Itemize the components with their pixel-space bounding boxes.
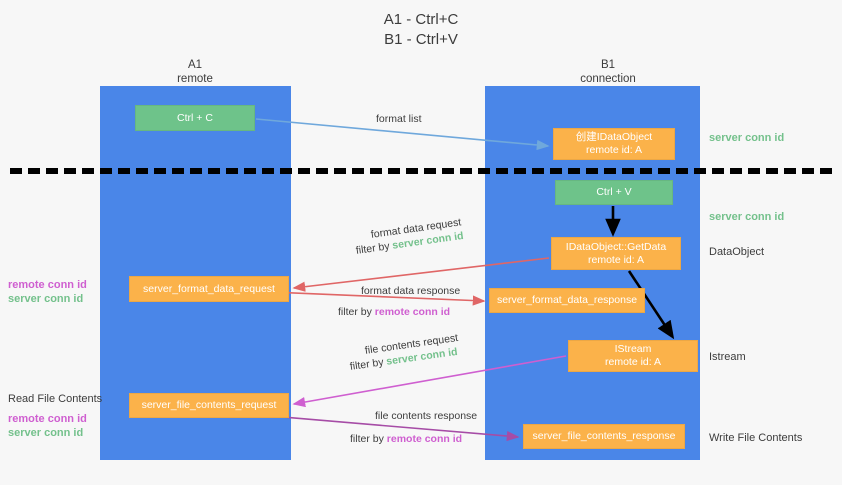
box-idataobject-getdata[interactable]: IDataObject::GetData remote id: A — [551, 237, 681, 270]
box-create-idataobject-line1: 创建IDataObject — [575, 131, 653, 143]
annotation-format-list: format list — [376, 113, 422, 125]
label-dataobject: DataObject — [709, 246, 765, 258]
annotation-file-contents-response-filter: filter by remote conn id — [350, 432, 462, 446]
annotation-file-contents-response: file contents response — [375, 410, 478, 422]
box-server-format-data-response[interactable]: server_format_data_response — [489, 288, 645, 313]
filter-value-remote-conn-id: remote conn id — [374, 306, 451, 318]
label-read-file-contents: Read File Contents — [8, 393, 103, 405]
box-server-format-data-request[interactable]: server_format_data_request — [129, 276, 289, 302]
box-server-file-contents-response[interactable]: server_file_contents_response — [523, 424, 685, 449]
box-server-format-data-request-label: server_format_data_request — [143, 282, 275, 295]
box-idataobject-getdata-line1: IDataObject::GetData — [565, 240, 667, 253]
box-istream-line1: IStream — [614, 343, 652, 355]
filter-prefix: filter by — [349, 355, 388, 373]
box-create-idataobject[interactable]: 创建IDataObject remote id: A — [553, 128, 675, 160]
box-ctrl-v[interactable]: Ctrl + V — [555, 180, 673, 205]
box-ctrl-c-line1: Ctrl + C — [177, 111, 213, 124]
box-server-file-contents-request-label: server_file_contents_request — [141, 399, 277, 411]
box-server-file-contents-response-label: server_file_contents_response — [532, 430, 676, 442]
annotation-format-data-response: format data response — [361, 285, 461, 297]
diagram-title: A1 - Ctrl+C B1 - Ctrl+V — [383, 11, 459, 48]
box-ctrl-v-line1: Ctrl + V — [596, 186, 632, 198]
box-istream[interactable]: IStream remote id: A — [568, 340, 698, 372]
label-conn-ids-lower: remote conn id server conn id — [8, 412, 87, 440]
label-conn-ids-upper: remote conn id server conn id — [8, 278, 87, 306]
label-server-conn-id-2: server conn id — [8, 427, 84, 439]
label-server-conn-id-1: server conn id — [8, 293, 84, 305]
box-istream-line2: remote id: A — [604, 356, 662, 368]
label-remote-conn-id-1: remote conn id — [8, 279, 87, 291]
filter-value-remote-conn-id: remote conn id — [386, 433, 463, 445]
lane-header-a1: A1 remote — [177, 59, 213, 85]
box-server-format-data-response-label: server_format_data_response — [496, 294, 638, 306]
label-server-conn-id-mid: server conn id — [709, 211, 785, 223]
lane-header-b1: B1 connection — [580, 59, 636, 85]
label-remote-conn-id-2: remote conn id — [8, 413, 87, 425]
phase-divider — [10, 168, 832, 174]
label-istream: Istream — [709, 351, 746, 363]
filter-prefix: filter by — [355, 239, 394, 257]
label-server-conn-id-top: server conn id — [709, 132, 785, 144]
annotation-format-data-response-filter: filter by remote conn id — [338, 305, 450, 319]
filter-prefix: filter by — [338, 306, 375, 318]
box-idataobject-getdata-line2: remote id: A — [587, 253, 645, 266]
box-ctrl-c[interactable]: Ctrl + C — [135, 105, 255, 131]
box-server-file-contents-request[interactable]: server_file_contents_request — [129, 393, 289, 418]
label-write-file-contents: Write File Contents — [709, 432, 803, 444]
filter-prefix: filter by — [350, 433, 387, 445]
box-create-idataobject-line2: remote id: A — [585, 144, 643, 156]
